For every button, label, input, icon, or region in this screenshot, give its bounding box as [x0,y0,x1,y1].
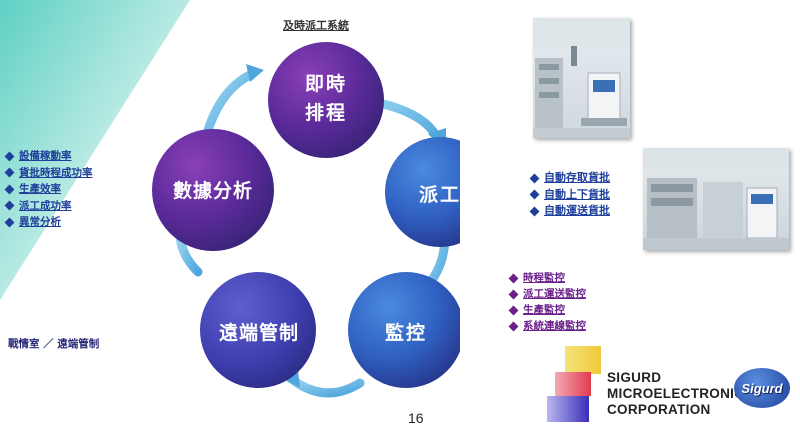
circle-remote [200,272,316,388]
monitoring-label: 派工運送監控 [523,288,586,300]
list-item: 生產監控 [508,302,586,318]
monitoring-label: 系統連線監控 [523,320,586,332]
war-room-label: 戰情室 ／ 遠端管制 [8,338,100,350]
circle-dispatch [385,137,460,247]
cycle-diagram [152,42,460,398]
list-item: 派工運送監控 [508,286,586,302]
metric-label: 貨批時程成功率 [19,166,93,179]
metric-label: 生產效率 [19,183,61,195]
circle-label-analysis: 數據分析 [172,180,253,202]
automation-robot-photo-1 [533,18,630,138]
list-item: 時程監控 [508,270,586,286]
diamond-bullet-icon [508,305,519,315]
diamond-bullet-icon [529,206,540,217]
automation-list: 自動存取貨批 自動上下貨批 自動運送貨批 [529,170,610,220]
monitoring-label: 時程監控 [523,272,565,284]
company-name: SIGURD MICROELECTRONICS CORPORATION [607,370,754,418]
circle-label-remote: 遠端管制 [218,322,299,344]
metric-label: 派工成功率 [19,199,72,212]
arrow-analysis-to-schedule [203,69,257,135]
list-item: 自動運送貨批 [529,203,610,220]
list-item: 自動存取貨批 [529,170,610,187]
automation-label: 自動運送貨批 [544,204,610,217]
list-item: 異常分析 [4,214,93,231]
diamond-bullet-icon [529,189,540,200]
system-title: 及時派工系統 [283,19,349,32]
monitoring-list: 時程監控 派工運送監控 生產監控 系統連線監控 [508,270,586,334]
page-number: 16 [408,410,424,426]
circle-label-dispatch: 派工 [418,184,461,206]
logo-line-2: MICROELECTRONICS [607,386,754,401]
automation-robot-photo-2 [643,148,789,250]
diamond-bullet-icon [4,151,15,162]
list-item: 派工成功率 [4,198,93,215]
metric-label: 異常分析 [19,216,61,228]
list-item: 設備稼動率 [4,148,93,165]
sigurd-badge: Sigurd [734,368,790,408]
circle-analysis [152,129,274,251]
diamond-bullet-icon [4,200,15,211]
monitoring-label: 生產監控 [523,304,565,316]
logo-line-1: SIGURD [607,370,662,385]
diamond-bullet-icon [508,289,519,299]
circle-schedule [268,42,384,158]
circle-monitor [348,272,460,388]
arrow-head [282,370,300,388]
arrow-monitor-to-remote [285,373,365,398]
sigurd-logo-blocks [547,346,601,422]
diamond-bullet-icon [4,167,15,178]
diamond-bullet-icon [508,273,519,283]
logo-line-3: CORPORATION [607,402,711,417]
list-item: 貨批時程成功率 [4,165,93,182]
list-item: 系統連線監控 [508,318,586,334]
diamond-bullet-icon [4,184,15,195]
diamond-bullet-icon [508,321,519,331]
list-item: 自動上下貨批 [529,187,610,204]
metrics-list: 設備稼動率 貨批時程成功率 生產效率 派工成功率 異常分析 [4,148,93,231]
metric-label: 設備稼動率 [19,150,72,162]
arrow-head [246,64,264,82]
circle-label-schedule: 即時 排程 [304,73,347,124]
list-item: 生產效率 [4,181,93,198]
diamond-bullet-icon [529,173,540,184]
badge-text: Sigurd [741,380,783,396]
automation-label: 自動存取貨批 [544,171,610,184]
diamond-bullet-icon [4,217,15,228]
automation-label: 自動上下貨批 [544,187,610,201]
circle-label-monitor: 監控 [384,322,427,344]
